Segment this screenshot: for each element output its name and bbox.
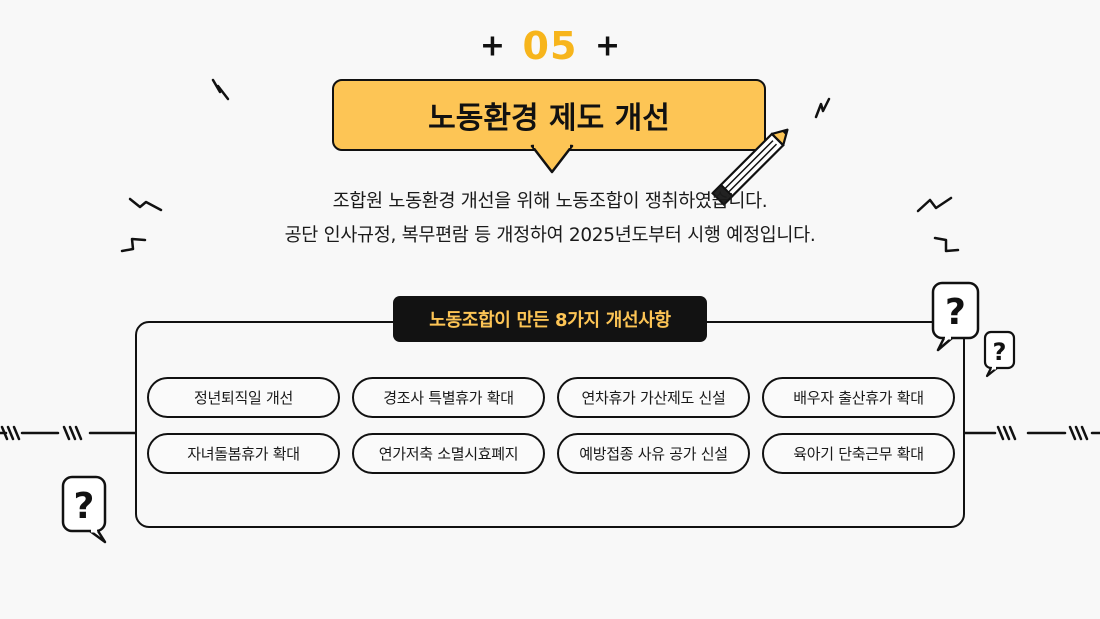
plus-right: + <box>595 28 621 64</box>
improvements-panel <box>135 321 965 528</box>
description-line-1: 조합원 노동환경 개선을 위해 노동조합이 쟁취하였습니다. <box>332 191 768 212</box>
improvement-item: 경조사 특별휴가 확대 <box>352 377 545 418</box>
improvement-item: 정년퇴직일 개선 <box>147 377 340 418</box>
step-indicator: + 05 + <box>0 24 1100 68</box>
description: 조합원 노동환경 개선을 위해 노동조합이 쟁취하였습니다. 공단 인사규정, … <box>0 185 1100 253</box>
plus-left: + <box>479 28 505 64</box>
improvements-grid: 정년퇴직일 개선 경조사 특별휴가 확대 연차휴가 가산제도 신설 배우자 출산… <box>147 377 955 474</box>
improvement-item: 육아기 단축근무 확대 <box>762 433 955 474</box>
description-line-2: 공단 인사규정, 복무편람 등 개정하여 2025년도부터 시행 예정입니다. <box>284 225 816 246</box>
question-mark-small: ? <box>993 338 1007 366</box>
improvement-item: 자녀돌봄휴가 확대 <box>147 433 340 474</box>
improvement-item: 연차휴가 가산제도 신설 <box>557 377 750 418</box>
question-mark: ? <box>945 292 966 333</box>
pencil-icon <box>711 128 789 207</box>
improvement-item: 배우자 출산휴가 확대 <box>762 377 955 418</box>
bubble-tail-icon <box>530 144 574 174</box>
question-mark-left: ? <box>74 486 95 527</box>
question-bubble-left-icon: ? <box>61 475 107 544</box>
improvement-item: 연가저축 소멸시효폐지 <box>352 433 545 474</box>
panel-header: 노동조합이 만든 8가지 개선사항 <box>393 296 707 342</box>
question-bubble-small-icon: ? <box>983 330 1016 378</box>
question-bubble-icon: ? <box>931 281 980 352</box>
improvement-item: 예방접종 사유 공가 신설 <box>557 433 750 474</box>
title-bubble: 노동환경 제도 개선 <box>332 79 766 151</box>
step-number: 05 <box>522 24 578 68</box>
page-title: 노동환경 제도 개선 <box>428 101 670 136</box>
